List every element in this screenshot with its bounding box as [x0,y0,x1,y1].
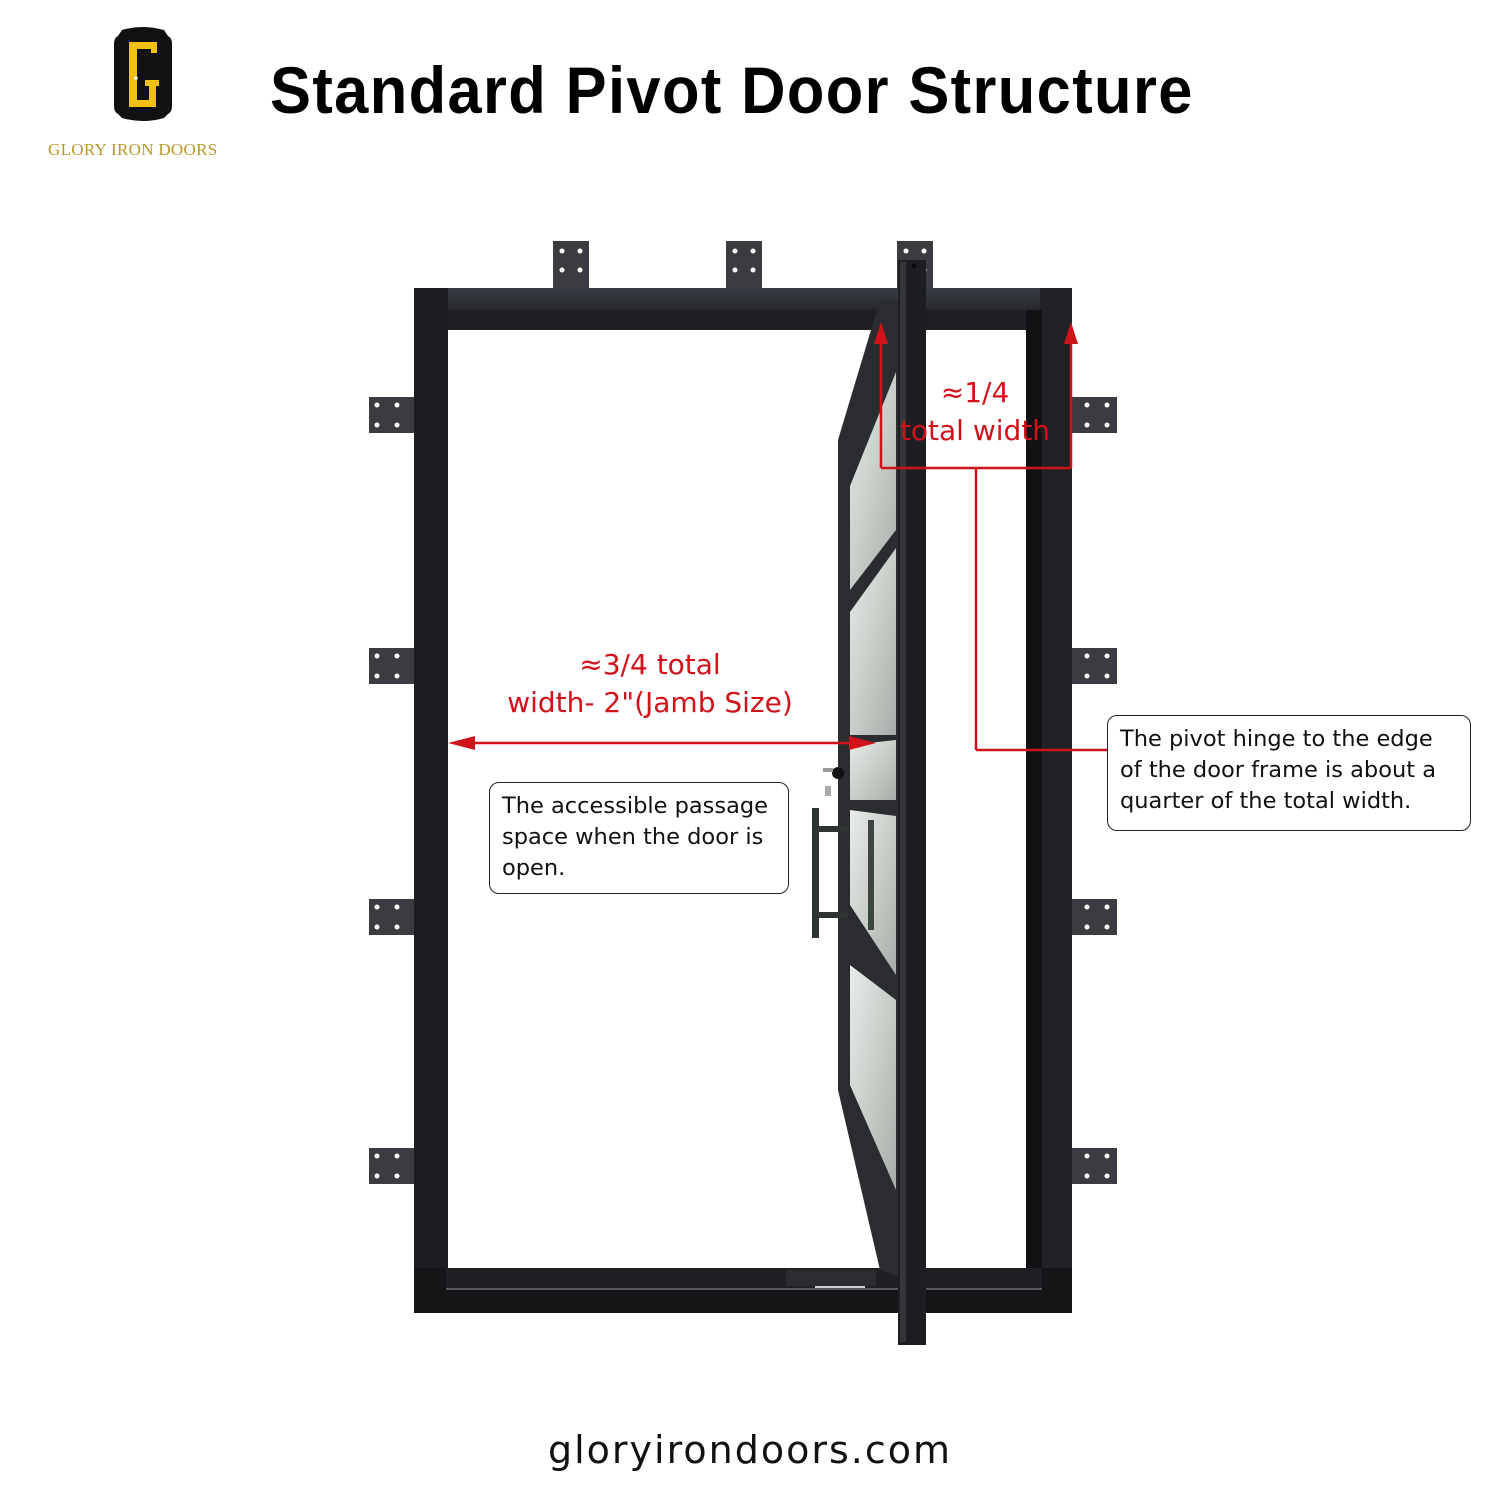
passage-width-dimension [448,736,876,750]
passage-callout: The accessible passage space when the do… [489,782,789,894]
passage-width-label: ≈3/4 total width- 2"(Jamb Size) [470,646,830,722]
arrow-left-icon [448,736,475,750]
passage-width-line2: width- 2"(Jamb Size) [507,686,793,719]
pivot-callout: The pivot hinge to the edge of the door … [1107,715,1471,831]
brand-logo [112,26,174,122]
pivot-offset-line2: total width [899,414,1051,447]
pivot-offset-label: ≈1/4 total width [880,374,1070,450]
passage-width-line1: ≈3/4 total [579,648,721,681]
left-mounting-brackets [369,397,417,1184]
door-frame [414,288,1072,1313]
top-mounting-brackets [553,241,933,291]
arrow-right-icon [849,736,876,750]
door-leaf [812,260,926,1345]
right-mounting-brackets [1071,397,1117,1184]
quarter-width-dimension [879,340,1107,752]
door-g-logo-icon [114,27,172,121]
arrow-up-icon [874,322,1078,344]
pivot-offset-line1: ≈1/4 [940,376,1010,409]
brand-name: GLORY IRON DOORS [48,140,218,159]
page-title: Standard Pivot Door Structure [270,53,1194,127]
website-footer: gloryirondoors.com [548,1428,952,1472]
